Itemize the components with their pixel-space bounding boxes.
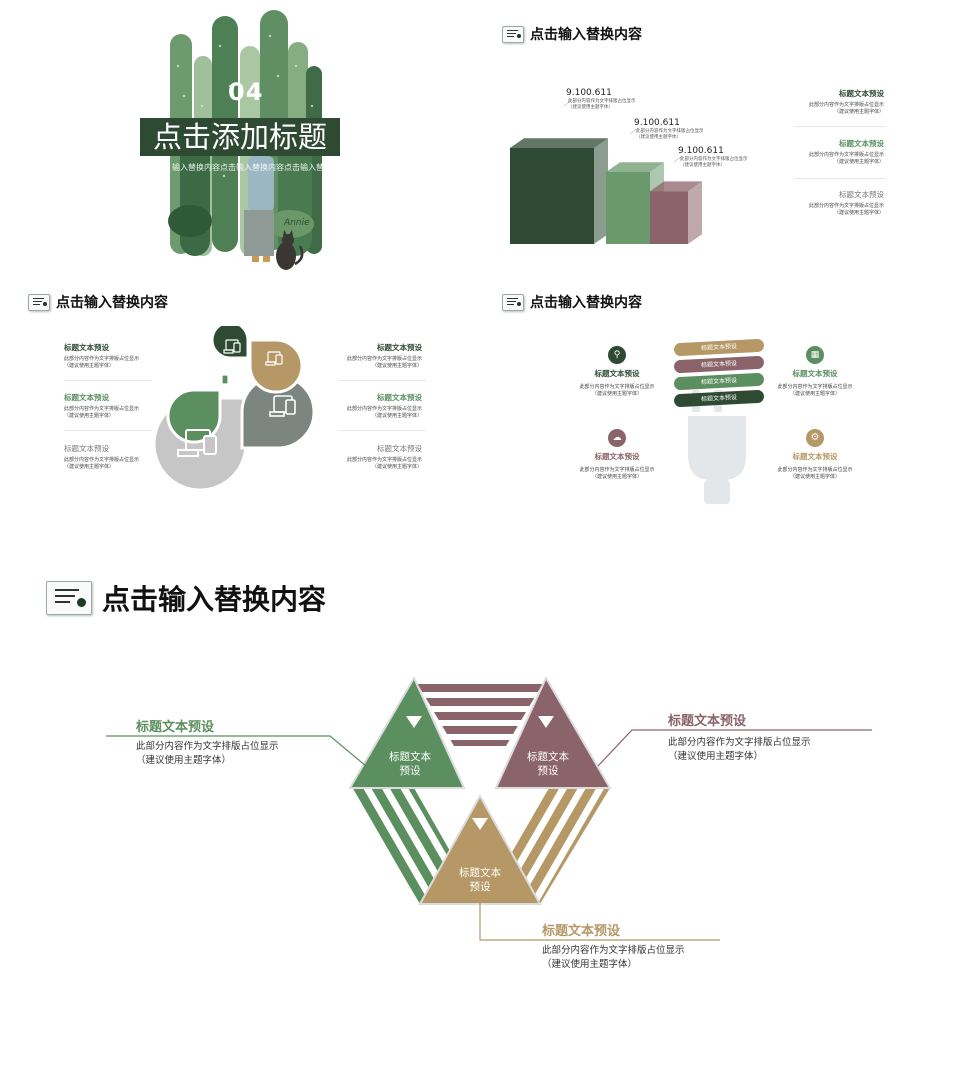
slide-header: 点击输入替换内容 — [502, 24, 642, 44]
value-label-3: 9.100.611 — [678, 146, 724, 156]
slide-title: 04 点击添加标题 输入替换内容点击输入替换内容点击输入替换内容 Annie — [0, 0, 480, 280]
bar-top — [650, 181, 702, 192]
bar-top — [510, 138, 608, 148]
item-top-left: 标题文本预设 此部分内容作为文字排版占位显示 （建议使用主题字体） — [579, 369, 655, 397]
bar-front — [510, 148, 594, 244]
slide-header: 点击输入替换内容 — [502, 292, 642, 312]
devices-icon — [223, 339, 241, 354]
hexagon-diagram — [348, 675, 612, 905]
document-leaf-icon — [502, 293, 524, 311]
gear-icon: ⚙ — [806, 429, 824, 447]
right-item-2: 标题文本预设 此部分内容作为文字排版占位显示 （建议使用主题字体） — [808, 139, 884, 165]
value-desc-1: 此部分内容作为文字排版占位显示（建议使用主题字体） — [568, 99, 636, 110]
item-bottom-right: 标题文本预设 此部分内容作为文字排版占位显示 （建议使用主题字体） — [777, 452, 853, 480]
signature: Annie — [284, 218, 310, 228]
devices-icon — [211, 371, 229, 386]
droplet-green — [166, 388, 222, 444]
marker-arrow — [538, 716, 554, 728]
header-title: 点击输入替换内容 — [530, 27, 642, 43]
slide-title-text: 点击添加标题 — [152, 120, 327, 154]
calendar-icon: ▦ — [806, 346, 824, 364]
divider — [338, 380, 426, 381]
divider — [64, 380, 152, 381]
leader-tick — [629, 127, 639, 135]
bar-3d-chart — [510, 99, 702, 244]
stripe-left — [350, 788, 454, 904]
devices-icon — [269, 395, 296, 417]
droplet-tan — [248, 338, 304, 394]
right-item-3: 标题文本预设 此部分内容作为文字排版占位显示 （建议使用主题字体） — [808, 190, 884, 216]
left-item-3: 标题文本预设 此部分内容作为文字排版占位显示 （建议使用主题字体） — [64, 444, 140, 470]
header-title: 点击输入替换内容 — [530, 295, 642, 311]
cactus-girl-cat-illustration — [160, 6, 330, 272]
devices-icon — [265, 351, 283, 366]
left-item-2: 标题文本预设 此部分内容作为文字排版占位显示 （建议使用主题字体） — [64, 393, 140, 419]
header-title: 点击输入替换内容 — [56, 295, 168, 311]
document-leaf-icon — [46, 581, 92, 615]
slide-plug: 点击输入替换内容 标题文本预设 标题文本预设 标题文本预设 标题文本预设 ⚲ 标… — [480, 280, 960, 540]
value-desc-2: 此部分内容作为文字排版占位显示（建议使用主题字体） — [636, 129, 704, 140]
slide-header: 点击输入替换内容 — [28, 292, 168, 312]
cloud-icon: ☁ — [608, 429, 626, 447]
callout-bottom-desc: 此部分内容作为文字排版占位显示（建议使用主题字体） — [542, 945, 685, 970]
document-leaf-icon — [502, 25, 524, 43]
value-label-1: 9.100.611 — [566, 88, 612, 98]
plug-icon — [688, 390, 746, 504]
devices-icon — [177, 429, 217, 457]
leader-tick — [563, 99, 573, 107]
title-banner — [140, 118, 340, 156]
header-title: 点击输入替换内容 — [102, 583, 327, 616]
value-label-2: 9.100.611 — [634, 118, 680, 128]
stripe-top — [414, 678, 546, 746]
marker-arrow — [406, 716, 422, 728]
triangle-green-label: 标题文本预设 — [389, 751, 431, 777]
stripe-right — [506, 788, 610, 904]
divider — [794, 178, 886, 179]
callout-right-desc: 此部分内容作为文字排版占位显示（建议使用主题字体） — [668, 737, 811, 762]
leader-tick — [673, 155, 683, 163]
right-item-1: 标题文本预设 此部分内容作为文字排版占位显示 （建议使用主题字体） — [346, 343, 422, 369]
bicycle-icon: ⚲ — [608, 346, 626, 364]
slide-header: 点击输入替换内容 — [46, 578, 326, 618]
callout-right: 标题文本预设 — [668, 714, 747, 729]
slide-number: 04 — [228, 78, 264, 106]
divider — [794, 126, 886, 127]
callout-left: 标题文本预设 — [136, 720, 215, 735]
slide-hexagon: 点击输入替换内容 标题文本预设 标题文本预设 — [0, 540, 960, 1084]
bar-side — [688, 181, 702, 244]
slide-3d-bars: 点击输入替换内容 9.100.611 此部分内容作为文字排版占位显示（建议使用主… — [480, 0, 960, 280]
marker-arrow — [472, 818, 488, 830]
triangle-tan-label: 标题文本预设 — [459, 867, 501, 893]
divider — [338, 430, 426, 431]
document-leaf-icon — [28, 293, 50, 311]
bar-top — [606, 162, 664, 172]
callout-bottom: 标题文本预设 — [542, 924, 621, 939]
right-item-1: 标题文本预设 此部分内容作为文字排版占位显示 （建议使用主题字体） — [808, 89, 884, 115]
triangle-green — [348, 675, 466, 789]
item-bottom-left: 标题文本预设 此部分内容作为文字排版占位显示 （建议使用主题字体） — [579, 452, 655, 480]
band-2: 标题文本预设 — [673, 355, 765, 374]
right-item-3: 标题文本预设 此部分内容作为文字排版占位显示 （建议使用主题字体） — [346, 444, 422, 470]
droplet-diagram — [152, 326, 316, 492]
slide-droplets: 点击输入替换内容 标题文本预设 此部分内容作为文字排版占位显示 — [0, 280, 480, 540]
triangle-mauve — [494, 675, 612, 789]
bar-front — [606, 172, 650, 244]
value-desc-3: 此部分内容作为文字排版占位显示（建议使用主题字体） — [680, 157, 748, 168]
right-item-2: 标题文本预设 此部分内容作为文字排版占位显示 （建议使用主题字体） — [346, 393, 422, 419]
band-3: 标题文本预设 — [673, 372, 765, 391]
callout-left-desc: 此部分内容作为文字排版占位显示（建议使用主题字体） — [136, 741, 279, 766]
slide-subtitle: 输入替换内容点击输入替换内容点击输入替换内容 — [172, 163, 348, 172]
bar-side — [594, 138, 608, 244]
triangle-mauve-label: 标题文本预设 — [527, 751, 569, 777]
divider — [64, 430, 152, 431]
left-item-1: 标题文本预设 此部分内容作为文字排版占位显示 （建议使用主题字体） — [64, 343, 140, 369]
item-top-right: 标题文本预设 此部分内容作为文字排版占位显示 （建议使用主题字体） — [777, 369, 853, 397]
band-1: 标题文本预设 — [673, 338, 765, 357]
leader-lines — [106, 729, 872, 941]
bar-front — [650, 191, 688, 244]
